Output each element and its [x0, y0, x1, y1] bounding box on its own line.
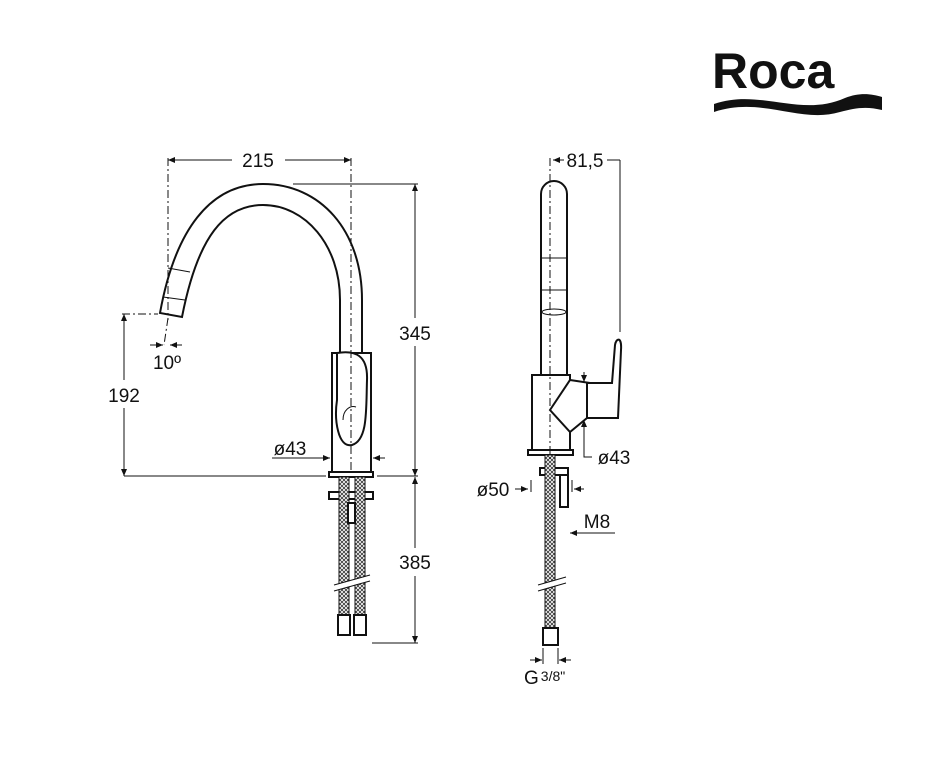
logo-wave-icon	[714, 94, 882, 116]
hose-length-dimension: 385	[399, 553, 431, 574]
spout-gooseneck	[158, 182, 363, 356]
spout-side	[540, 180, 568, 375]
body-diameter-dimension: ø43	[274, 439, 307, 460]
connection-thread-letter: G	[524, 668, 539, 689]
connection-thread-size: 3/8"	[541, 668, 565, 684]
logo-text: Roca	[712, 43, 835, 99]
handle-lever	[335, 351, 369, 447]
height-dimension: 345	[399, 324, 431, 345]
spout-height-dimension: 192	[108, 386, 140, 407]
roca-logo: Roca	[712, 43, 882, 116]
angle-dimension: 10º	[153, 353, 181, 374]
thread-dimension: M8	[584, 512, 610, 533]
front-view: 215 345 192 10º ø43 385	[108, 151, 431, 644]
handle-diameter-dimension: ø43	[598, 448, 631, 469]
handle-side	[586, 338, 623, 419]
reach-dimension: 81,5	[567, 151, 604, 172]
base-diameter-dimension: ø50	[477, 480, 510, 501]
width-dimension: 215	[242, 151, 274, 172]
